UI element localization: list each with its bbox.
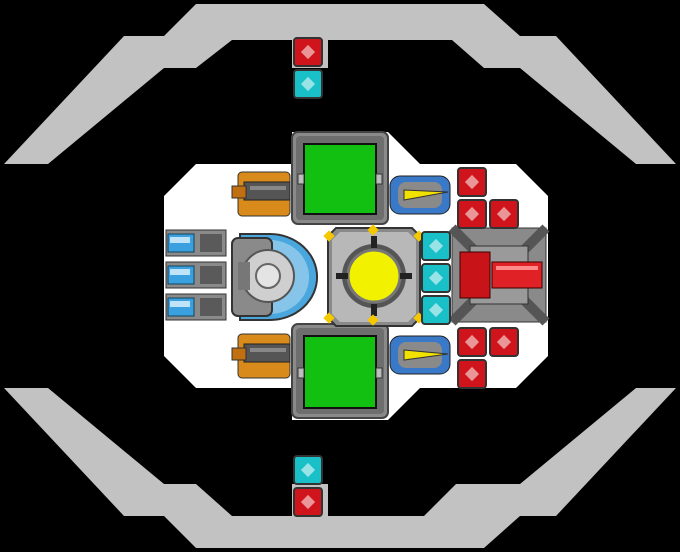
cannon-gold-icon	[243, 181, 291, 201]
cyan-cell[interactable]	[421, 231, 451, 261]
frame-bottom	[4, 388, 676, 548]
laser-lower[interactable]	[389, 335, 451, 375]
thruster-2	[165, 261, 227, 289]
frame-shape	[4, 4, 676, 164]
red-cell[interactable]	[489, 199, 519, 229]
gun-lower[interactable]	[231, 333, 291, 379]
red-cell[interactable]	[457, 199, 487, 229]
red-cell[interactable]	[457, 167, 487, 197]
heavy-cannon[interactable]	[448, 224, 550, 326]
cyan-cell[interactable]	[421, 295, 451, 325]
laser-upper[interactable]	[389, 175, 451, 215]
frame-top	[4, 4, 676, 164]
red-cell[interactable]	[489, 327, 519, 357]
cyan-cell[interactable]	[421, 263, 451, 293]
cyan-cell[interactable]	[293, 455, 323, 485]
cell-layer	[293, 37, 519, 517]
cyan-cell[interactable]	[293, 69, 323, 99]
shield-dome[interactable]	[231, 233, 319, 321]
frame-shape	[4, 388, 676, 548]
red-cell[interactable]	[457, 327, 487, 357]
laser-yellow-icon	[403, 189, 449, 201]
thruster-3	[165, 293, 227, 321]
reactor[interactable]	[323, 224, 425, 327]
laser-yellow-icon	[403, 349, 449, 361]
red-cell[interactable]	[293, 487, 323, 517]
green-panel-icon	[303, 143, 377, 215]
gun-upper[interactable]	[231, 171, 291, 217]
cannon-gold-icon	[243, 343, 291, 363]
red-cannon-icon	[459, 251, 491, 299]
red-cell[interactable]	[457, 359, 487, 389]
green-panel-top[interactable]	[291, 131, 389, 225]
reactor-core-icon	[346, 248, 402, 304]
red-cell[interactable]	[293, 37, 323, 67]
thruster-bank[interactable]	[165, 229, 227, 321]
green-panel-icon	[303, 335, 377, 409]
green-panel-bottom[interactable]	[291, 323, 389, 419]
thruster-1	[165, 229, 227, 257]
